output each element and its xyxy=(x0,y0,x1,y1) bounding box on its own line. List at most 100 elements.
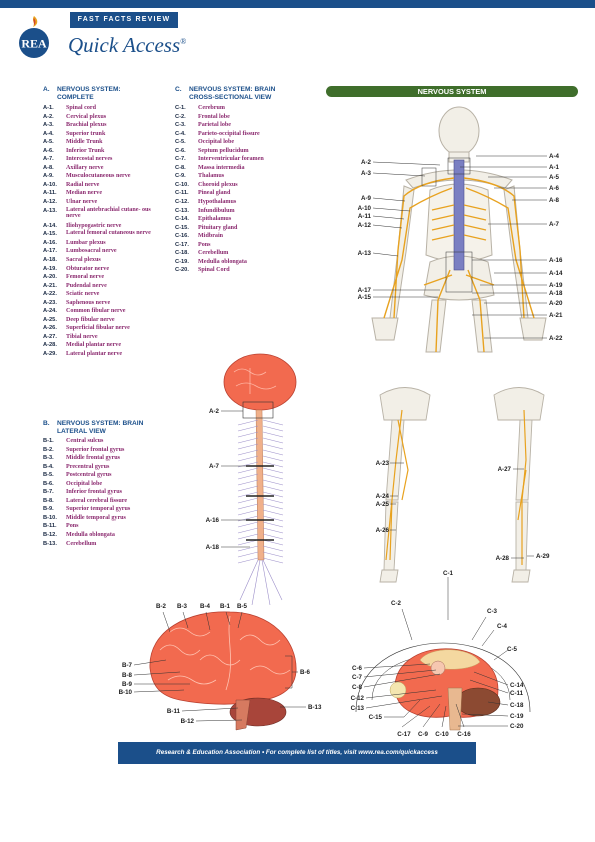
item-code: B-7. xyxy=(43,489,54,496)
item-label: Medial plantar nerve xyxy=(66,342,122,349)
callout-label: A-26 xyxy=(376,527,390,534)
callout-label: A-15 xyxy=(358,294,372,301)
item-label: Middle frontal gyrus xyxy=(66,455,121,462)
item-label: Ulnar nerve xyxy=(66,199,98,206)
brain-cross-callouts: C-1C-2C-3C-4C-5C-6C-7C-8C-12C-13C-15C-17… xyxy=(351,570,524,738)
item-code: B-2. xyxy=(43,446,54,453)
list-item: A-5.Middle Trunk xyxy=(43,138,166,147)
item-label: Lumbosacral nerve xyxy=(66,248,117,255)
item-code: B-13. xyxy=(43,540,57,547)
callout-label: A-23 xyxy=(376,460,390,467)
item-label: Pons xyxy=(198,241,211,248)
callout-label: B-10 xyxy=(119,689,133,696)
callout-label: A-29 xyxy=(536,553,550,560)
list-item: A-27.Tibial nerve xyxy=(43,333,166,342)
list-item: A-13.Lateral antebrachial cutane- ous ne… xyxy=(43,207,166,222)
list-item: A-7.Intercostal nerves xyxy=(43,155,166,164)
list-item: B-10.Middle temporal gyrus xyxy=(43,514,130,523)
item-code: B-8. xyxy=(43,497,54,504)
list-item: C-13.Infundibulum xyxy=(175,207,264,216)
item-label: Inferior frontal gyrus xyxy=(66,489,122,496)
item-label: Pineal gland xyxy=(198,190,231,197)
item-label: Spinal Cord xyxy=(198,267,230,274)
list-item: A-4.Superior trunk xyxy=(43,130,166,139)
item-label: Common fibular nerve xyxy=(66,308,126,315)
callout-label: A-6 xyxy=(549,185,560,192)
callout-label: A-20 xyxy=(549,300,563,307)
item-label: Obturator nerve xyxy=(66,265,110,272)
callout-label: C-15 xyxy=(369,714,383,721)
list-item: B-4.Precentral gyrus xyxy=(43,463,130,472)
item-code: C-5. xyxy=(175,139,186,146)
item-code: A-28. xyxy=(43,342,57,349)
item-code: B-10. xyxy=(43,514,57,521)
list-item: B-7. Inferior frontal gyrus xyxy=(43,488,130,497)
section-b-letter: B. xyxy=(43,420,50,427)
item-label: Midbrain xyxy=(198,233,224,240)
item-code: C-10. xyxy=(175,181,189,188)
list-item: A-15.Lateral femoral cutaneous nerve xyxy=(43,230,166,239)
callout-label: C-6 xyxy=(352,665,363,672)
callout-label: B-12 xyxy=(181,718,195,725)
list-item: A-20.Femoral nerve xyxy=(43,273,166,282)
item-code: B-9. xyxy=(43,506,54,513)
list-item: C-11.Pineal gland xyxy=(175,189,264,198)
item-code: C-18. xyxy=(175,250,189,257)
section-c-heading: NERVOUS SYSTEM: BRAIN CROSS-SECTIONAL VI… xyxy=(189,86,276,101)
item-label: Musculocutaneous nerve xyxy=(66,173,131,180)
callout-label: A-7 xyxy=(549,221,560,228)
callout-label: A-5 xyxy=(549,174,560,181)
item-label: Brachial plexus xyxy=(66,122,107,129)
item-code: A-18. xyxy=(43,256,57,263)
item-code: C-6. xyxy=(175,147,186,154)
list-item: A-16.Lumbar plexus xyxy=(43,239,166,248)
item-code: A-2. xyxy=(43,113,54,120)
item-code: A-11. xyxy=(43,190,57,197)
item-label: Medulla oblongata xyxy=(198,258,247,265)
list-item: C-6.Septum pellucidum xyxy=(175,147,264,156)
callout-label: A-7 xyxy=(209,463,220,470)
item-code: C-4. xyxy=(175,130,186,137)
item-code: A-17. xyxy=(43,248,57,255)
list-item: A-9.Musculocutaneous nerve xyxy=(43,172,166,181)
item-code: C-1. xyxy=(175,105,186,111)
brand-title-text: Quick Access xyxy=(68,33,181,57)
spinal-cord-callouts: A-2A-7A-16A-18 xyxy=(206,408,220,551)
item-label: Occipital lobe xyxy=(66,480,103,487)
item-label: Saphenous nerve xyxy=(66,299,111,306)
item-label: Axillary nerve xyxy=(66,164,104,171)
item-label: Deep fibular nerve xyxy=(66,316,115,323)
item-label: Pons xyxy=(66,523,79,530)
callout-label: C-18 xyxy=(510,702,524,709)
callout-label: B-4 xyxy=(200,603,211,610)
item-code: A-29. xyxy=(43,351,57,357)
item-code: B-3. xyxy=(43,455,54,462)
callout-label: A-16 xyxy=(206,517,220,524)
item-code: C-12. xyxy=(175,199,189,206)
footer-banner: Research & Education Association • For c… xyxy=(118,742,476,764)
skeleton-right-callouts: A-4A-1A-5A-6A-8A-7A-16A-14A-19A-18A-20A-… xyxy=(549,153,563,342)
item-code: B-4. xyxy=(43,463,54,470)
item-label: Occipital lobe xyxy=(198,139,235,146)
item-label: Cervical plexus xyxy=(66,113,107,120)
callout-label: C-3 xyxy=(487,608,498,615)
item-code: A-26. xyxy=(43,325,57,332)
item-label: Thalamus xyxy=(198,173,225,180)
item-code: A-19. xyxy=(43,265,57,272)
callout-label: B-11 xyxy=(167,708,181,715)
list-item: A-25.Deep fibular nerve xyxy=(43,316,166,325)
list-item: A-22.Sciatic nerve xyxy=(43,290,166,299)
item-label: Superior temporal gyrus xyxy=(66,506,131,513)
callout-label: C-9 xyxy=(418,731,429,738)
item-label: Frontal lobe xyxy=(198,113,230,120)
item-label: Central sulcus xyxy=(66,438,104,444)
callout-label: A-3 xyxy=(361,170,372,177)
item-code: A-4. xyxy=(43,130,54,137)
list-item: C-16.Midbrain xyxy=(175,232,264,241)
list-item: A-24.Common fibular nerve xyxy=(43,307,166,316)
item-code: A-10. xyxy=(43,181,57,188)
item-label: Lateral antebrachial cutane- ous nerve xyxy=(66,206,151,220)
callout-label: C-14 xyxy=(510,682,524,689)
list-item: B-8.Lateral cerebral fissure xyxy=(43,497,130,506)
